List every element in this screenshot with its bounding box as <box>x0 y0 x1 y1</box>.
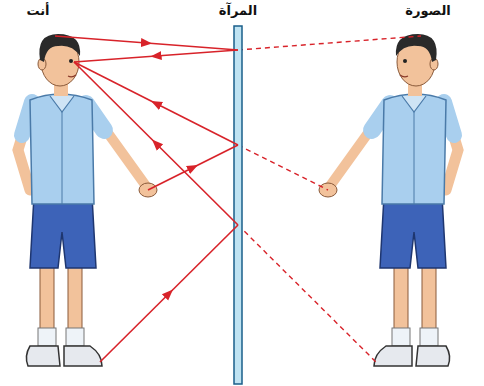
virtual-rays <box>238 36 421 362</box>
mirror <box>234 26 242 384</box>
light-rays <box>55 36 238 362</box>
figure-label: أنت <box>26 3 49 19</box>
figure-label: المرآة <box>219 3 257 19</box>
you-figure <box>18 34 157 366</box>
image-figure <box>319 34 458 366</box>
figure-label: الصورة <box>405 3 450 19</box>
